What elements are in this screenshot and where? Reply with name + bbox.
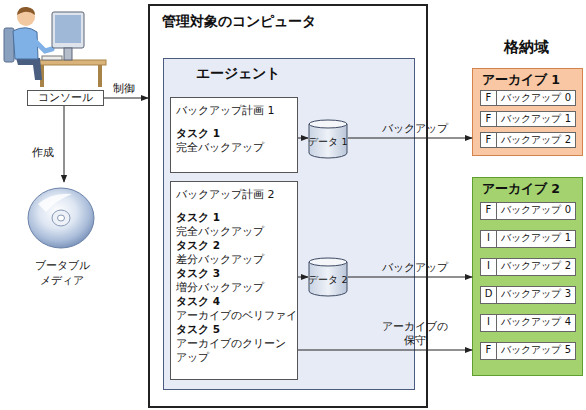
cylinder-top — [309, 120, 347, 128]
connector-arrow — [298, 277, 308, 278]
node-label: データ 1 — [308, 136, 348, 149]
node-label: 管理対象のコンピュータ — [150, 6, 426, 31]
person-arm — [31, 37, 52, 51]
backup-name: バックアップ 1 — [497, 112, 575, 126]
task-number: タスク 1 — [176, 210, 295, 224]
node-label: エージェント — [164, 59, 414, 83]
connector-arrow — [298, 138, 308, 139]
connector-arrow — [348, 277, 472, 278]
keyboard — [42, 56, 62, 60]
plan-title: バックアップ計画 2 — [176, 188, 295, 202]
backup-type: F — [481, 112, 497, 126]
person-legs — [16, 58, 42, 80]
task-name: 増分バックアップ — [176, 280, 295, 294]
backup-name: バックアップ 0 — [497, 203, 575, 219]
plan-box: バックアップ計画 1 タスク 1完全バックアップ — [170, 97, 298, 173]
task-number: タスク 3 — [176, 266, 295, 280]
plan-title: バックアップ計画 1 — [176, 104, 295, 118]
task-number: タスク 5 — [176, 322, 295, 336]
backup-type: D — [481, 287, 497, 303]
backup-name: バックアップ 4 — [497, 315, 575, 331]
data-cylinder: データ 2 — [308, 257, 348, 297]
backup-type: F — [481, 91, 497, 105]
cd-disc — [12, 182, 112, 254]
agent-box: エージェントバックアップ計画 1タスク 1完全バックアップデータ 1バックアップ… — [163, 58, 415, 390]
backup-row: Fバックアップ 2 — [480, 132, 576, 148]
archive-box: アーカイブ 1Fバックアップ 0Fバックアップ 1Fバックアップ 2 — [472, 68, 583, 156]
cd-ring — [52, 210, 70, 226]
cylinder-body — [309, 124, 347, 158]
connector-label: バックアップ — [360, 261, 470, 275]
backup-name: バックアップ 2 — [497, 259, 575, 275]
cylinder-body — [309, 262, 347, 296]
backup-type: I — [481, 315, 497, 331]
backup-row: Fバックアップ 5 — [480, 342, 576, 360]
backup-row: Dバックアップ 3 — [480, 286, 576, 304]
connector-arrow — [348, 138, 472, 139]
node-label: ブータブル メディア — [12, 258, 112, 288]
backup-row: Iバックアップ 4 — [480, 314, 576, 332]
backup-row: Fバックアップ 0 — [480, 202, 576, 220]
archive-box: アーカイブ 2Fバックアップ 0Iバックアップ 1Iバックアップ 2Dバックアッ… — [472, 177, 583, 376]
data-cylinder: データ 1 — [308, 119, 348, 159]
node-label: アーカイブ 1 — [473, 69, 582, 89]
backup-row: Iバックアップ 2 — [480, 258, 576, 276]
bootable-media: ブータブル メディア — [12, 182, 112, 274]
backup-row: Iバックアップ 1 — [480, 230, 576, 248]
cylinder-top — [309, 258, 347, 266]
connector-arrow — [298, 350, 472, 351]
backup-name: バックアップ 3 — [497, 287, 575, 303]
task-number: タスク 4 — [176, 294, 295, 308]
connector-arrow — [64, 106, 65, 182]
task-name: アーカイブのクリーン アップ — [176, 336, 295, 364]
backup-type: F — [481, 343, 497, 359]
backup-type: F — [481, 203, 497, 219]
task-name: 差分バックアップ — [176, 252, 295, 266]
console-box: コンソール — [27, 90, 104, 106]
backup-name: バックアップ 5 — [497, 343, 575, 359]
backup-type: I — [481, 231, 497, 247]
chair — [4, 28, 14, 62]
cd-hole — [58, 215, 65, 221]
connector-arrow — [104, 98, 148, 99]
backup-row: Fバックアップ 0 — [480, 90, 576, 106]
person-hair — [17, 7, 35, 15]
computer-box: 管理対象のコンピュータエージェントバックアップ計画 1タスク 1完全バックアップ… — [148, 4, 428, 408]
node-label: コンソール — [28, 91, 103, 105]
node-label: アーカイブ 2 — [473, 178, 582, 198]
monitor — [52, 12, 84, 48]
node-label: データ 2 — [308, 274, 348, 287]
plan-box: バックアップ計画 2 タスク 1完全バックアップタスク 2差分バックアップタスク … — [170, 181, 298, 380]
connector-label: 制御 — [106, 82, 142, 96]
desk-leg — [98, 65, 102, 87]
task-number: タスク 2 — [176, 238, 295, 252]
area-heading: 格納域 — [488, 38, 564, 57]
monitor-screen — [55, 15, 81, 43]
task-name: 完全バックアップ — [176, 140, 295, 154]
backup-type: I — [481, 259, 497, 275]
monitor-stand — [64, 48, 72, 60]
task-name: 完全バックアップ — [176, 224, 295, 238]
desk — [36, 60, 106, 65]
backup-row: Fバックアップ 1 — [480, 111, 576, 127]
cd-surface — [28, 188, 94, 248]
backup-type: F — [481, 133, 497, 147]
task-name: アーカイブのベリファイ — [176, 308, 295, 322]
connector-label: 作成 — [26, 146, 60, 160]
connector-label: バックアップ — [360, 122, 470, 136]
backup-name: バックアップ 1 — [497, 231, 575, 247]
operator-illustration — [0, 0, 110, 92]
task-number: タスク 1 — [176, 126, 295, 140]
cd-shine — [38, 194, 72, 212]
backup-name: バックアップ 0 — [497, 91, 575, 105]
connector-label: アーカイブの 保守 — [375, 320, 455, 348]
backup-name: バックアップ 2 — [497, 133, 575, 147]
